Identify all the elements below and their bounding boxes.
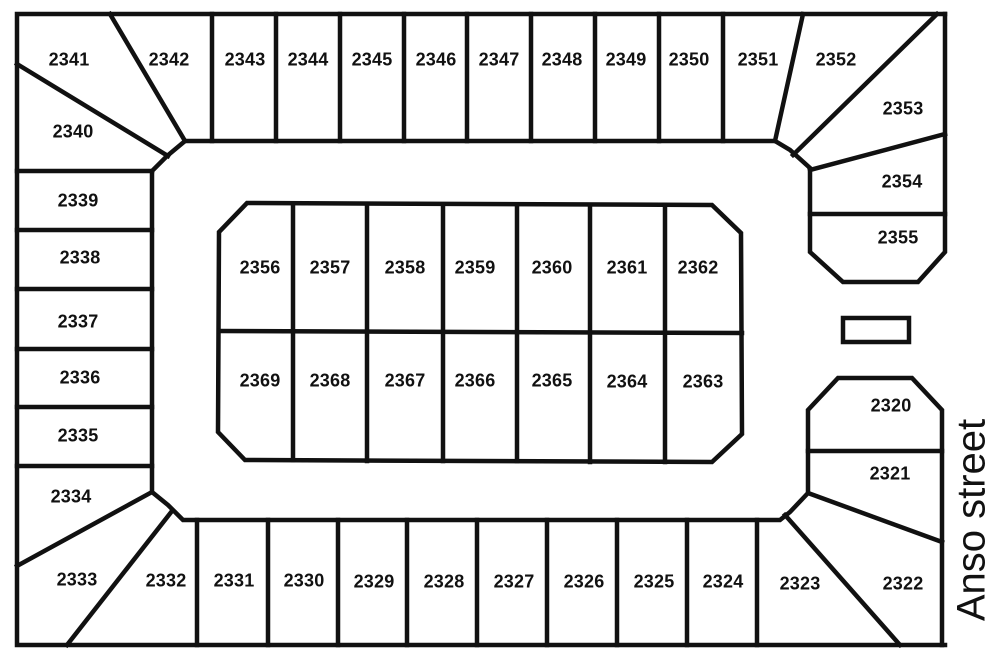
stall-2320[interactable]: 2320 <box>870 395 912 416</box>
stall-2338[interactable]: 2338 <box>59 247 101 268</box>
stall-2341[interactable]: 2341 <box>48 49 90 70</box>
marker-rectangle <box>840 315 912 345</box>
divider <box>772 11 806 144</box>
stall-2332[interactable]: 2332 <box>145 570 187 591</box>
stall-2348[interactable]: 2348 <box>541 49 583 70</box>
stall-2353[interactable]: 2353 <box>882 98 924 119</box>
divider <box>106 10 189 145</box>
stall-2321[interactable]: 2321 <box>869 463 911 484</box>
stall-2359[interactable]: 2359 <box>454 257 496 278</box>
stall-2343[interactable]: 2343 <box>224 49 266 70</box>
stall-2327[interactable]: 2327 <box>493 571 535 592</box>
center-island-outline <box>215 200 745 465</box>
stall-2330[interactable]: 2330 <box>283 570 325 591</box>
stall-2365[interactable]: 2365 <box>531 370 573 391</box>
stall-2322[interactable]: 2322 <box>882 573 924 594</box>
divider <box>789 10 941 159</box>
stall-2342[interactable]: 2342 <box>148 49 190 70</box>
stall-2328[interactable]: 2328 <box>423 571 465 592</box>
divider <box>13 60 172 160</box>
stall-2358[interactable]: 2358 <box>384 257 426 278</box>
stall-2324[interactable]: 2324 <box>702 571 744 592</box>
stall-2326[interactable]: 2326 <box>563 571 605 592</box>
stall-2347[interactable]: 2347 <box>478 49 520 70</box>
stall-2352[interactable]: 2352 <box>815 49 857 70</box>
stall-2333[interactable]: 2333 <box>56 569 98 590</box>
stall-2339[interactable]: 2339 <box>57 190 99 211</box>
stall-2360[interactable]: 2360 <box>531 257 573 278</box>
stall-2349[interactable]: 2349 <box>605 49 647 70</box>
stall-2354[interactable]: 2354 <box>881 171 923 192</box>
divider <box>805 490 945 545</box>
stall-2369[interactable]: 2369 <box>239 370 281 391</box>
stall-2367[interactable]: 2367 <box>384 370 426 391</box>
stall-2325[interactable]: 2325 <box>633 571 675 592</box>
outer-boundary <box>14 11 948 648</box>
stall-2335[interactable]: 2335 <box>57 425 99 446</box>
stall-2337[interactable]: 2337 <box>57 311 99 332</box>
stall-2351[interactable]: 2351 <box>737 49 779 70</box>
divider <box>807 131 948 173</box>
island-mid-divider <box>216 328 745 336</box>
stall-2366[interactable]: 2366 <box>454 370 496 391</box>
stall-2363[interactable]: 2363 <box>682 371 724 392</box>
stall-2356[interactable]: 2356 <box>239 257 281 278</box>
stall-2350[interactable]: 2350 <box>668 49 710 70</box>
divider <box>63 507 176 649</box>
stall-2340[interactable]: 2340 <box>52 121 94 142</box>
stall-2344[interactable]: 2344 <box>287 49 329 70</box>
stall-2364[interactable]: 2364 <box>606 371 648 392</box>
stall-2323[interactable]: 2323 <box>779 573 821 594</box>
divider <box>781 511 904 649</box>
stall-2361[interactable]: 2361 <box>606 257 648 278</box>
stall-2345[interactable]: 2345 <box>351 49 393 70</box>
stall-2355[interactable]: 2355 <box>877 227 919 248</box>
stall-2368[interactable]: 2368 <box>309 370 351 391</box>
stall-2362[interactable]: 2362 <box>677 257 719 278</box>
stall-2329[interactable]: 2329 <box>353 571 395 592</box>
stall-2331[interactable]: 2331 <box>213 570 255 591</box>
stall-2346[interactable]: 2346 <box>415 49 457 70</box>
divider <box>13 488 156 570</box>
stall-2336[interactable]: 2336 <box>59 367 101 388</box>
stall-2357[interactable]: 2357 <box>309 257 351 278</box>
stall-2334[interactable]: 2334 <box>50 486 92 507</box>
street-label: Anso street <box>949 418 994 622</box>
